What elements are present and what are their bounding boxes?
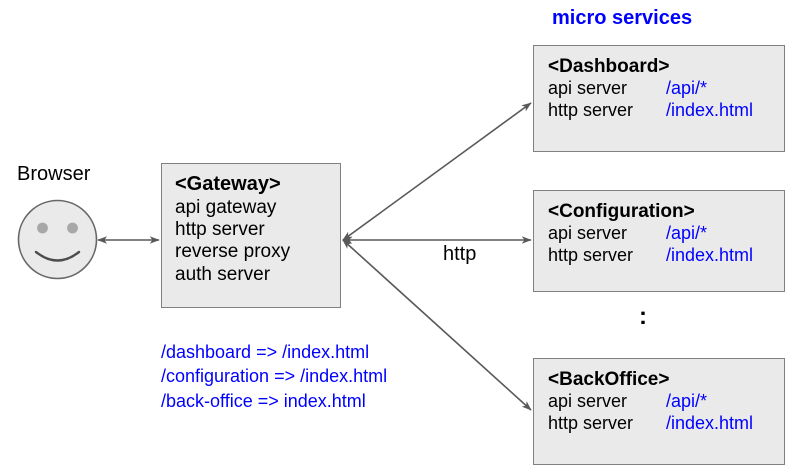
- service-title: <Dashboard>: [548, 56, 670, 77]
- service-row-path: /api/*: [666, 391, 708, 412]
- service-row: http server /index.html: [548, 413, 784, 435]
- gateway-line-2: reverse proxy: [175, 241, 291, 263]
- service-node-dashboard[interactable]: <Dashboard> api server /api/* http serve…: [533, 45, 785, 152]
- gateway-node[interactable]: <Gateway> api gateway http server revers…: [161, 163, 341, 308]
- service-row-path: /index.html: [666, 413, 754, 433]
- service-row-label: http server: [548, 100, 634, 120]
- service-row-label: http server: [548, 245, 634, 265]
- service-row: http server /index.html: [548, 100, 784, 122]
- service-row-label: http server: [548, 413, 634, 433]
- service-row-path: /index.html: [666, 100, 754, 120]
- service-row: http server /index.html: [548, 245, 784, 267]
- gateway-line-3: auth server: [175, 263, 271, 285]
- service-row: api server /api/*: [548, 223, 784, 245]
- service-title: <Configuration>: [548, 201, 695, 222]
- services-ellipsis: :: [639, 303, 647, 330]
- edge-gateway-backoffice: [342, 239, 532, 411]
- gateway-line-0: api gateway: [175, 196, 277, 218]
- service-title: <BackOffice>: [548, 369, 670, 390]
- service-node-backoffice[interactable]: <BackOffice> api server /api/* http serv…: [533, 358, 785, 465]
- gateway-line-1: http server: [175, 219, 265, 240]
- gateway-routing-rules: /dashboard => /index.html /configuration…: [161, 340, 387, 413]
- routing-rule-1: /configuration => /index.html: [161, 366, 388, 387]
- service-row-label: api server: [548, 223, 628, 244]
- browser-label: Browser: [17, 163, 91, 185]
- service-node-configuration[interactable]: <Configuration> api server /api/* http s…: [533, 190, 785, 292]
- routing-rule-2: /back-office => index.html: [161, 390, 366, 411]
- edge-label-http: http: [443, 243, 477, 265]
- edge-gateway-dashboard: [342, 102, 532, 241]
- service-row-path: /index.html: [666, 245, 754, 265]
- gateway-title: <Gateway>: [175, 173, 281, 195]
- routing-rule-0: /dashboard => /index.html: [161, 342, 370, 362]
- service-row-path: /api/*: [666, 223, 708, 244]
- micro-services-title: micro services: [552, 7, 693, 29]
- service-row-label: api server: [548, 391, 628, 412]
- smiley-face-icon: [17, 199, 98, 280]
- service-row: api server /api/*: [548, 78, 784, 100]
- service-row-label: api server: [548, 78, 628, 99]
- service-row: api server /api/*: [548, 391, 784, 413]
- service-row-path: /api/*: [666, 78, 708, 99]
